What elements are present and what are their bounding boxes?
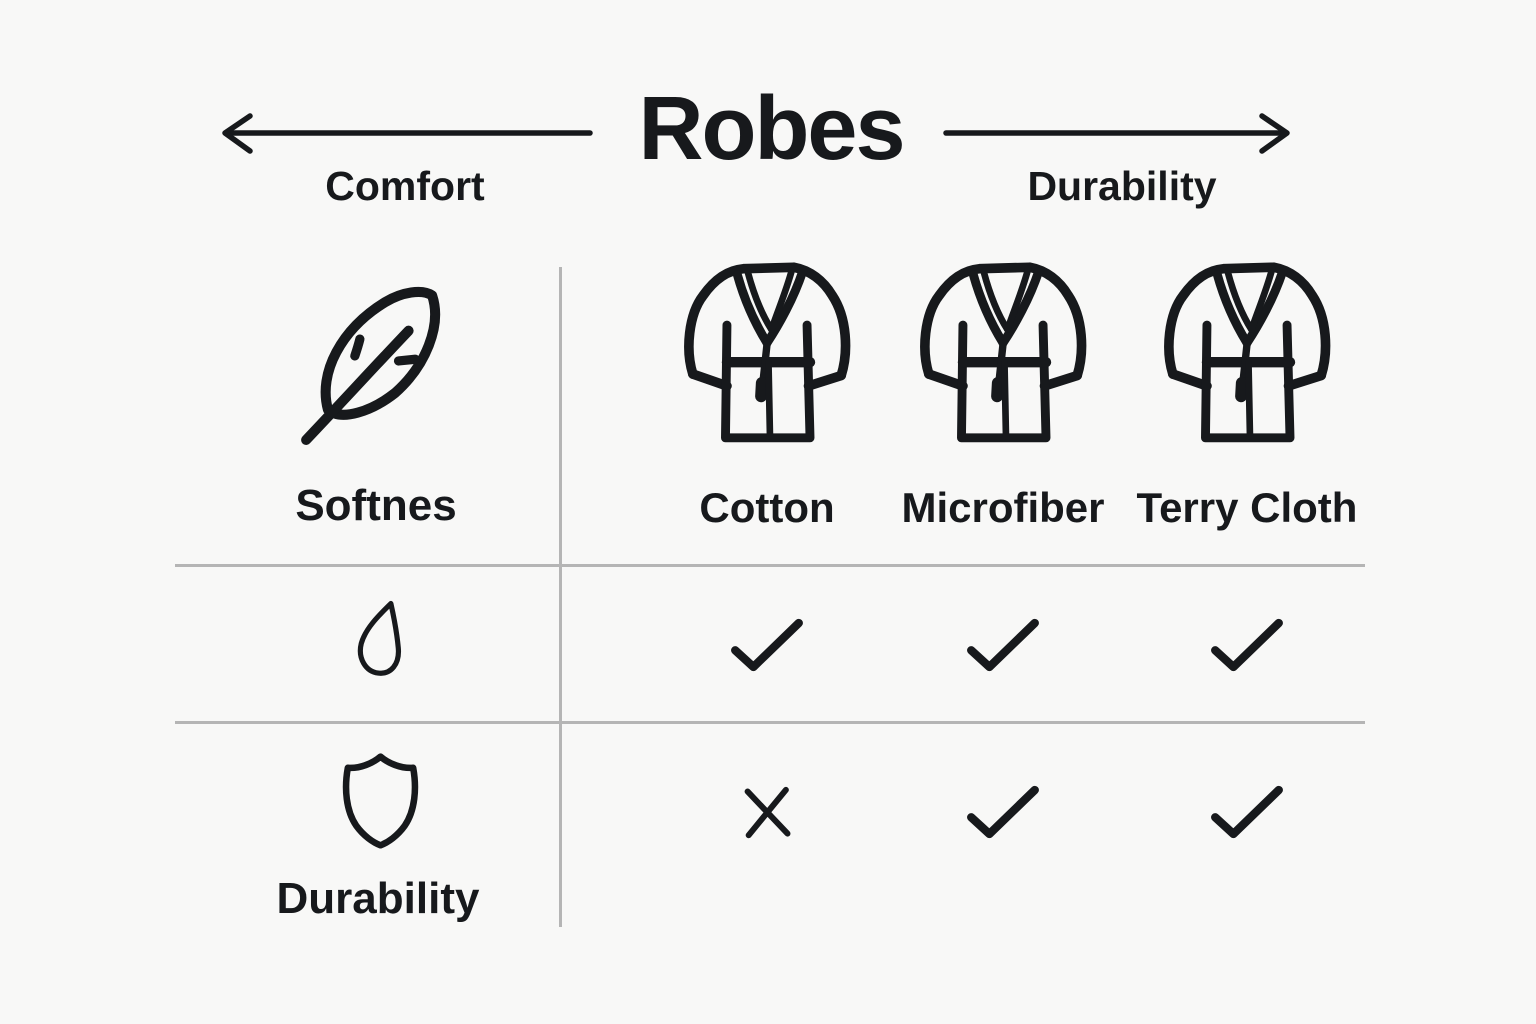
durability-axis-label: Durability — [1027, 163, 1217, 209]
cross-icon — [744, 786, 791, 839]
shield-icon — [342, 753, 419, 849]
horizontal-divider-2 — [175, 721, 1365, 724]
horizontal-divider-1 — [175, 564, 1365, 567]
matrix-mark-durability-microfiber — [963, 783, 1043, 841]
arrow-left-icon — [222, 113, 593, 154]
feather-icon — [301, 286, 441, 445]
water-drop-icon — [357, 600, 401, 676]
column-label-terry-cloth: Terry Cloth — [1136, 484, 1358, 531]
page-title: Robes — [638, 79, 905, 179]
check-icon — [967, 618, 1039, 672]
matrix-mark-durability-cotton — [727, 783, 807, 841]
column-label-cotton: Cotton — [699, 484, 835, 531]
matrix-mark-softness-terry — [1207, 616, 1287, 674]
vertical-divider — [559, 267, 562, 927]
column-label-microfiber: Microfiber — [901, 484, 1105, 531]
matrix-mark-durability-terry — [1207, 783, 1287, 841]
check-icon — [1211, 618, 1283, 672]
robe-icon — [914, 256, 1092, 458]
arrow-right-icon — [943, 113, 1290, 154]
check-icon — [967, 785, 1039, 839]
check-icon — [1211, 785, 1283, 839]
matrix-mark-softness-cotton — [727, 616, 807, 674]
matrix-mark-softness-microfiber — [963, 616, 1043, 674]
comfort-axis-label: Comfort — [325, 163, 485, 209]
robe-icon — [678, 256, 856, 458]
softness-row-label: Softnes — [295, 481, 457, 530]
durability-row-label: Durability — [276, 874, 480, 923]
check-icon — [731, 618, 803, 672]
robe-icon — [1158, 256, 1336, 458]
